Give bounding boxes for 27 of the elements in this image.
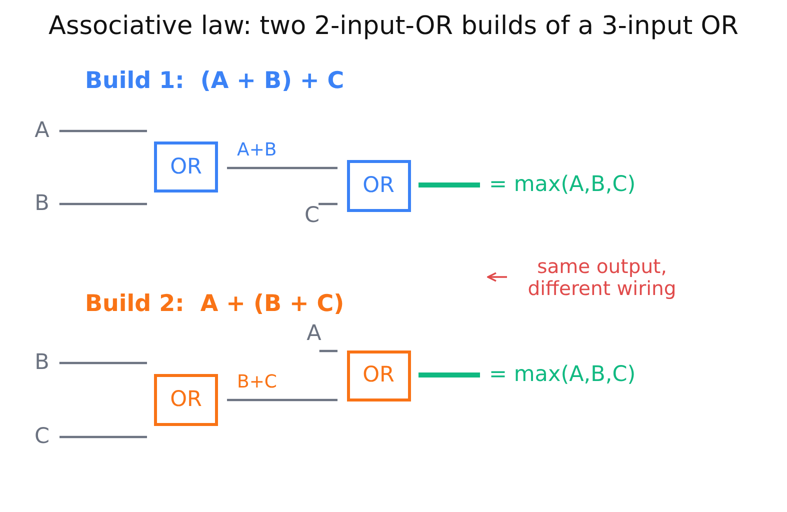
wire bbox=[319, 350, 338, 352]
variable-label: B bbox=[34, 191, 50, 217]
note-text: same output, different wiring bbox=[514, 256, 690, 300]
output-wire bbox=[418, 372, 480, 378]
or-gate-box: OR bbox=[154, 142, 218, 192]
variable-label: A bbox=[34, 118, 50, 144]
build-heading: Build 2: A + (B + C) bbox=[85, 290, 344, 318]
wire bbox=[59, 130, 147, 132]
wire bbox=[318, 202, 338, 206]
result-text: = max(A,B,C) bbox=[489, 172, 636, 198]
variable-label: B bbox=[34, 350, 50, 376]
output-wire bbox=[418, 182, 480, 188]
build-heading: Build 1: (A + B) + C bbox=[85, 67, 344, 95]
variable-label: C bbox=[304, 203, 320, 229]
wire bbox=[227, 398, 338, 402]
or-gate-box: OR bbox=[154, 374, 218, 426]
variable-label: C bbox=[34, 424, 50, 450]
wire bbox=[60, 436, 147, 438]
or-gate-box: OR bbox=[346, 350, 410, 401]
or-gate-box: OR bbox=[346, 160, 410, 212]
arrow bbox=[487, 272, 507, 282]
wire bbox=[59, 202, 147, 206]
wire bbox=[59, 362, 147, 364]
result-text: = max(A,B,C) bbox=[489, 362, 636, 388]
variable-label: A bbox=[306, 321, 322, 347]
wire bbox=[227, 166, 338, 170]
diagram-title: Associative law: two 2-input-OR builds of a 3-input OR bbox=[48, 10, 740, 43]
